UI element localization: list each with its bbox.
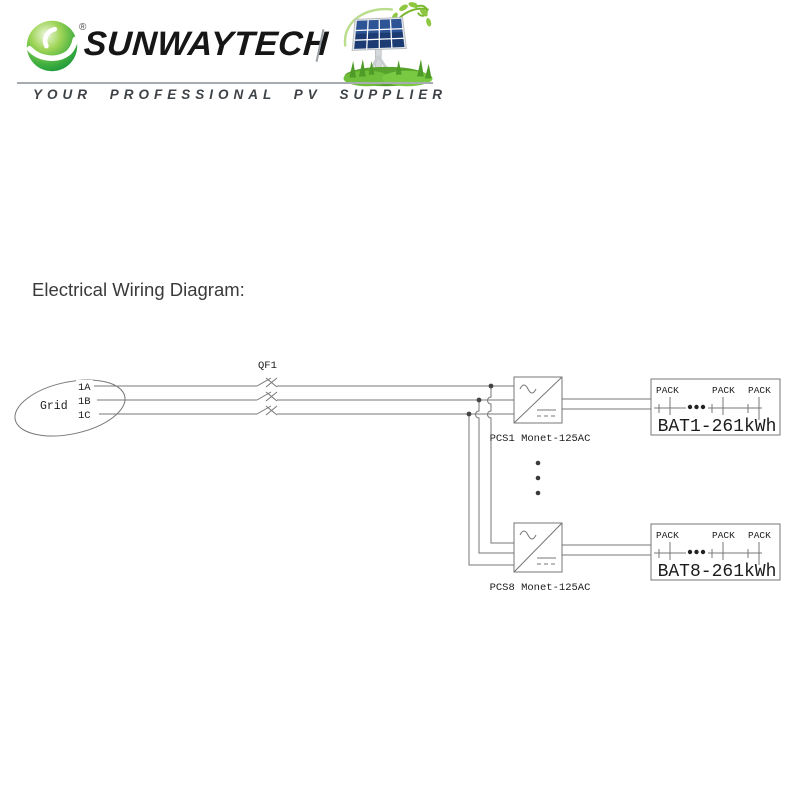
ac-sine-icon [519, 384, 537, 394]
bat8-pack-label-2: PACK [712, 530, 735, 541]
pcs1-label: PCS1 Monet-125AC [490, 433, 591, 445]
label-masks [76, 380, 93, 419]
phase-label-1c: 1C [78, 410, 91, 422]
bat1-pack-label-2: PACK [712, 385, 735, 396]
bat1-box [650, 378, 781, 436]
junction-dots [466, 383, 494, 417]
grid-label: Grid [40, 400, 68, 413]
swoosh-accent [343, 7, 394, 47]
breaker-switch-icons [256, 377, 278, 416]
phase-lines-right [277, 385, 514, 415]
diagram-lines [14, 376, 781, 581]
battery-pack-icons [654, 542, 762, 565]
bat8-box [650, 523, 781, 581]
pcs8-box [513, 522, 563, 573]
vine-leaves [391, 2, 432, 27]
pcs1-output-lines [562, 398, 651, 410]
bat8-pack-label-1: PACK [656, 530, 679, 541]
pcs8-output-lines [562, 544, 651, 556]
registered-mark: ® [79, 22, 87, 33]
phase-label-1a: 1A [78, 382, 91, 394]
grid-ellipse [14, 379, 126, 437]
diagram-labels: Grid 1A 1B 1C QF1 PCS1 Monet-125AC PCS8 … [40, 360, 776, 594]
solar-panel-illustration [343, 2, 433, 87]
header-rule [17, 82, 433, 84]
solar-panel-icon [351, 16, 407, 51]
bat1-pack-label-3: PACK [748, 385, 771, 396]
pcs8-label: PCS8 Monet-125AC [490, 582, 591, 594]
phase-label-1b: 1B [78, 396, 91, 408]
bat1-label: BAT1-261kWh [658, 417, 777, 437]
tap-lines [468, 386, 514, 566]
brand-logo-icon [26, 20, 79, 72]
page-title: Electrical Wiring Diagram: [32, 279, 245, 301]
bat-bus-dots [687, 404, 706, 555]
ac-sine-icon [519, 530, 537, 540]
ellipsis-dots [535, 460, 541, 496]
battery-pack-icons [654, 397, 762, 420]
bat1-pack-label-1: PACK [656, 385, 679, 396]
pcs1-box [513, 376, 563, 424]
bat8-pack-label-3: PACK [748, 530, 771, 541]
phase-lines-left [94, 385, 257, 415]
tagline: YOUR PROFESSIONAL PV SUPPLIER [33, 87, 448, 102]
bat8-label: BAT8-261kWh [658, 562, 777, 582]
breaker-label: QF1 [258, 360, 277, 372]
